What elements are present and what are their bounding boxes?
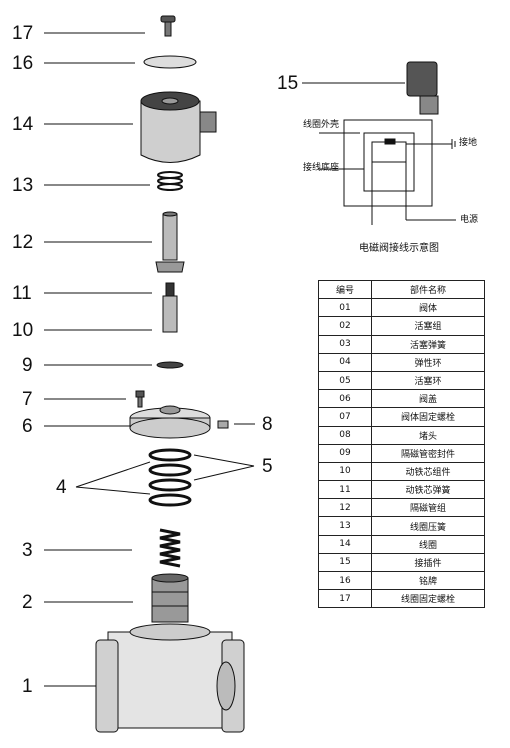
- callout-4: 4: [56, 477, 67, 498]
- callout-7: 7: [22, 389, 33, 410]
- ground-label: 接地: [459, 138, 478, 148]
- part-number: 05: [318, 370, 372, 391]
- part-name: 接插件: [371, 552, 485, 573]
- callout-1: 1: [22, 676, 33, 697]
- part-name: 隔磁管密封件: [371, 443, 485, 463]
- part-number: 11: [318, 480, 372, 500]
- part-number: 03: [318, 334, 372, 354]
- part-number: 13: [318, 516, 372, 536]
- part-number: 17: [318, 589, 372, 609]
- part-name: 堵头: [371, 425, 485, 445]
- part-number: 04: [318, 352, 372, 372]
- header-part-name: 部件名称: [371, 279, 485, 300]
- power-label: 电源: [460, 215, 479, 225]
- part-name: 阀体: [371, 298, 485, 318]
- header-number: 编号: [318, 279, 372, 300]
- part-number: 08: [318, 425, 372, 445]
- wiring-caption: 电磁阀接线示意图: [359, 243, 439, 254]
- callout-15: 15: [277, 73, 299, 94]
- part-number: 12: [318, 498, 372, 518]
- callout-2: 2: [22, 592, 33, 613]
- part-name: 弹性环: [371, 352, 485, 372]
- callout-8: 8: [262, 414, 273, 435]
- callout-13: 13: [12, 175, 34, 196]
- part-name: 铭牌: [371, 570, 485, 591]
- part-name: 活塞组: [371, 316, 485, 336]
- part-number: 09: [318, 443, 372, 463]
- callout-6: 6: [22, 416, 33, 437]
- callout-10: 10: [12, 320, 34, 341]
- coil-housing-label: 线圈外壳: [303, 120, 340, 130]
- callout-12: 12: [12, 232, 34, 253]
- terminal-base-label: 接线底座: [303, 163, 340, 173]
- part-name: 动铁芯组件: [371, 461, 485, 482]
- part-name: 阀盖: [371, 389, 485, 409]
- part-number: 15: [318, 552, 372, 573]
- part-number: 16: [318, 570, 372, 591]
- callout-5: 5: [262, 456, 273, 477]
- callout-17: 17: [12, 23, 34, 44]
- part-name: 线圈压簧: [371, 516, 485, 536]
- part-name: 隔磁管组: [371, 498, 485, 518]
- part-number: 14: [318, 534, 372, 554]
- callout-9: 9: [22, 355, 33, 376]
- part-name: 线圈: [371, 534, 485, 554]
- callout-3: 3: [22, 540, 33, 561]
- part-name: 动铁芯弹簧: [371, 480, 485, 500]
- part-number: 01: [318, 298, 372, 318]
- part-number: 02: [318, 316, 372, 336]
- part-name: 活塞弹簧: [371, 334, 485, 354]
- callout-16: 16: [12, 53, 34, 74]
- part-name: 阀体固定螺栓: [371, 407, 485, 427]
- table-header-row: 编号 部件名称: [318, 279, 485, 300]
- callout-14: 14: [12, 114, 34, 135]
- callout-11: 11: [12, 283, 32, 304]
- part-name: 活塞环: [371, 370, 485, 391]
- part-name: 线圈固定螺栓: [371, 589, 485, 609]
- part-number: 10: [318, 461, 372, 482]
- part-number: 06: [318, 389, 372, 409]
- part-number: 07: [318, 407, 372, 427]
